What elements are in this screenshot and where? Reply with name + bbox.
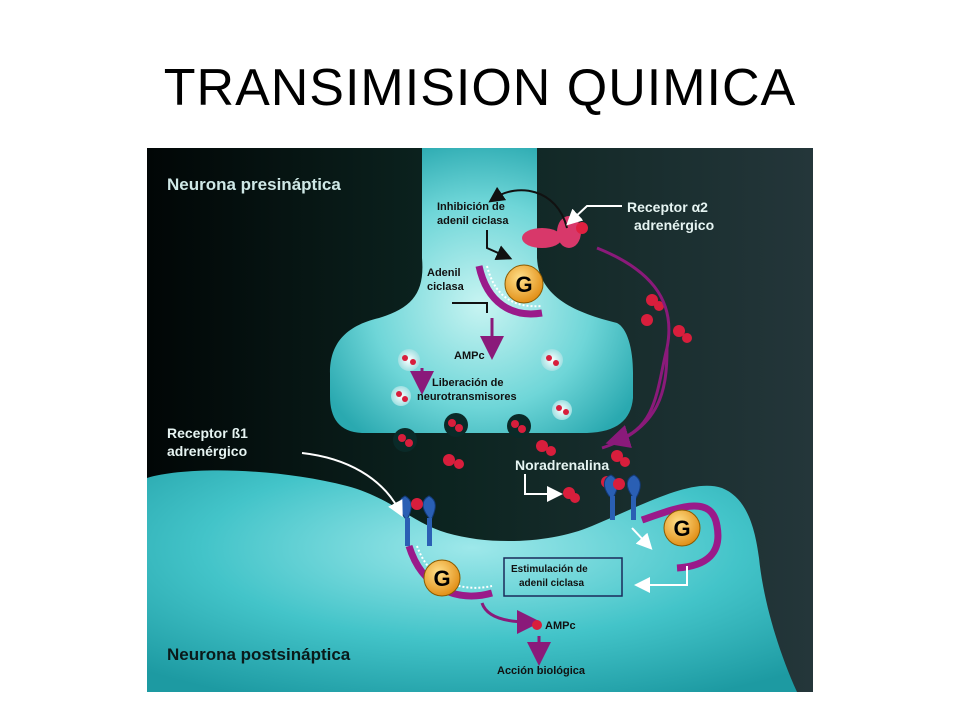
reuptake-arrow-2 bbox=[601, 347, 669, 450]
alpha2-line2: adrenérgico bbox=[634, 217, 714, 233]
release-line1: Liberación de bbox=[432, 377, 504, 389]
adenil-line1: Adenil bbox=[427, 267, 461, 279]
stimulation-line2: adenil ciclasa bbox=[519, 578, 584, 589]
slide-title: TRANSIMISION QUIMICA bbox=[163, 59, 797, 117]
post-ampc-dot bbox=[532, 620, 542, 630]
vesicles-presynaptic bbox=[391, 349, 572, 452]
stim-right-arrow bbox=[631, 527, 653, 550]
presynaptic-label: Neurona presináptica bbox=[167, 175, 341, 194]
adenil-leader bbox=[452, 302, 488, 313]
inhibition-line1: Inhibición de bbox=[437, 201, 505, 213]
alpha2-receptor bbox=[522, 216, 588, 248]
postsynaptic-label: Neurona postsináptica bbox=[167, 645, 351, 664]
g-label-post-right: G bbox=[673, 516, 690, 541]
inhibition-arrow bbox=[488, 186, 568, 229]
stimulation-bracket bbox=[634, 566, 688, 593]
beta1-receptor-left bbox=[398, 495, 436, 546]
g-label-post-left: G bbox=[433, 566, 450, 591]
beta1-line1: Receptor ß1 bbox=[167, 425, 248, 441]
beta1-leader bbox=[301, 452, 403, 518]
inhibition-line2: adenil ciclasa bbox=[437, 215, 509, 227]
postsynaptic-neuron bbox=[147, 470, 797, 692]
alpha2-leader bbox=[566, 205, 622, 226]
stimulation-line1: Estimulación de bbox=[511, 564, 588, 575]
noradrenaline-molecules bbox=[443, 294, 692, 503]
g-label-pre: G bbox=[515, 272, 532, 297]
release-line2: neurotransmisores bbox=[417, 391, 517, 403]
post-ampc-arrow bbox=[480, 602, 541, 634]
noradrenaline-leader bbox=[524, 474, 563, 502]
ampc-post-label: AMPc bbox=[545, 620, 576, 632]
presynaptic-g-protein: G bbox=[475, 264, 544, 318]
noradrenaline-label: Noradrenalina bbox=[515, 457, 609, 473]
alpha2-line1: Receptor α2 bbox=[627, 199, 708, 215]
synapse-diagram: G bbox=[147, 148, 813, 692]
stimulation-box bbox=[503, 557, 623, 597]
beta1-line2: adrenérgico bbox=[167, 443, 247, 459]
ampc-pre-label: AMPc bbox=[454, 350, 485, 362]
biological-action-label: Acción biológica bbox=[497, 665, 586, 677]
inhibition-leader bbox=[486, 230, 513, 261]
postsynaptic-g-protein-right: G bbox=[640, 502, 722, 572]
beta1-receptor-right bbox=[603, 474, 641, 520]
adenil-line2: ciclasa bbox=[427, 281, 465, 293]
postsynaptic-g-protein-left: G bbox=[405, 544, 493, 600]
